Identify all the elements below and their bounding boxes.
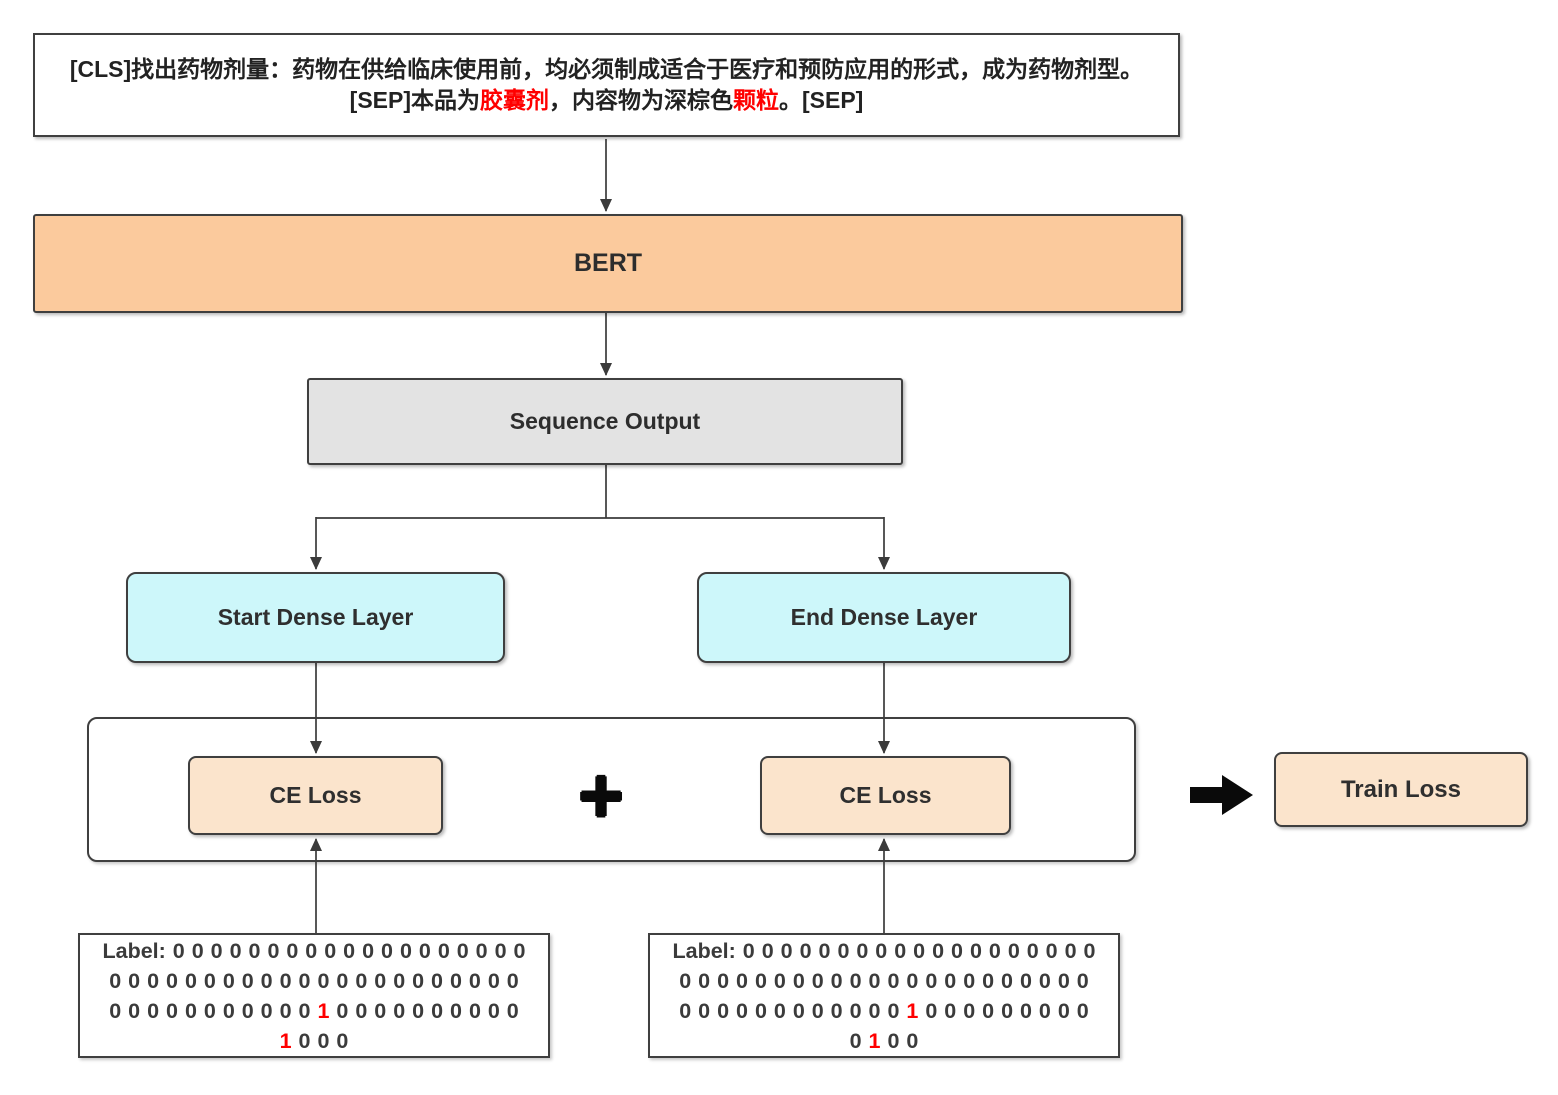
end-label-box: Label: 0 0 0 0 0 0 0 0 0 0 0 0 0 0 0 0 0… bbox=[648, 933, 1120, 1058]
ce-loss-end-label: CE Loss bbox=[839, 782, 932, 808]
start-dense-layer-box: Start Dense Layer bbox=[126, 572, 505, 663]
right-block-arrow-icon bbox=[1190, 775, 1253, 815]
end-dense-layer-box: End Dense Layer bbox=[697, 572, 1071, 663]
input-line-2: [SEP]本品为胶囊剂，内容物为深棕色颗粒。[SEP] bbox=[349, 87, 864, 113]
ce-loss-start-box: CE Loss bbox=[188, 756, 443, 835]
branch-line bbox=[316, 465, 884, 519]
ce-loss-start-label: CE Loss bbox=[269, 782, 362, 808]
end-label-line-3: 0 0 0 0 0 0 0 0 0 0 0 0 1 0 0 0 0 0 0 0 … bbox=[679, 998, 1089, 1023]
train-loss-label: Train Loss bbox=[1340, 775, 1462, 803]
bert-box: BERT bbox=[33, 214, 1183, 313]
train-loss-box: Train Loss bbox=[1274, 752, 1528, 827]
start-label-line-1: Label: 0 0 0 0 0 0 0 0 0 0 0 0 0 0 0 0 0… bbox=[102, 938, 526, 963]
start-label-line-2: 0 0 0 0 0 0 0 0 0 0 0 0 0 0 0 0 0 0 0 0 … bbox=[109, 968, 519, 993]
bert-label: BERT bbox=[573, 249, 643, 277]
sequence-output-label: Sequence Output bbox=[509, 408, 701, 434]
end-label-line-2: 0 0 0 0 0 0 0 0 0 0 0 0 0 0 0 0 0 0 0 0 … bbox=[679, 968, 1089, 993]
input-text-box: [CLS]找出药物剂量：药物在供给临床使用前，均必须制成适合于医疗和预防应用的形… bbox=[33, 33, 1180, 137]
input-line-1: [CLS]找出药物剂量：药物在供给临床使用前，均必须制成适合于医疗和预防应用的形… bbox=[69, 56, 1144, 82]
start-label-box: Label: 0 0 0 0 0 0 0 0 0 0 0 0 0 0 0 0 0… bbox=[78, 933, 550, 1058]
end-label-line-4: 0 1 0 0 bbox=[849, 1028, 919, 1053]
sequence-output-box: Sequence Output bbox=[307, 378, 903, 465]
start-label-line-4: 1 0 0 0 bbox=[279, 1028, 349, 1053]
end-dense-label: End Dense Layer bbox=[790, 604, 978, 630]
start-label-line-3: 0 0 0 0 0 0 0 0 0 0 0 1 0 0 0 0 0 0 0 0 … bbox=[109, 998, 519, 1023]
ce-loss-end-box: CE Loss bbox=[760, 756, 1011, 835]
start-dense-label: Start Dense Layer bbox=[217, 604, 414, 630]
end-label-line-1: Label: 0 0 0 0 0 0 0 0 0 0 0 0 0 0 0 0 0… bbox=[672, 938, 1096, 963]
plus-icon: + bbox=[578, 750, 624, 839]
